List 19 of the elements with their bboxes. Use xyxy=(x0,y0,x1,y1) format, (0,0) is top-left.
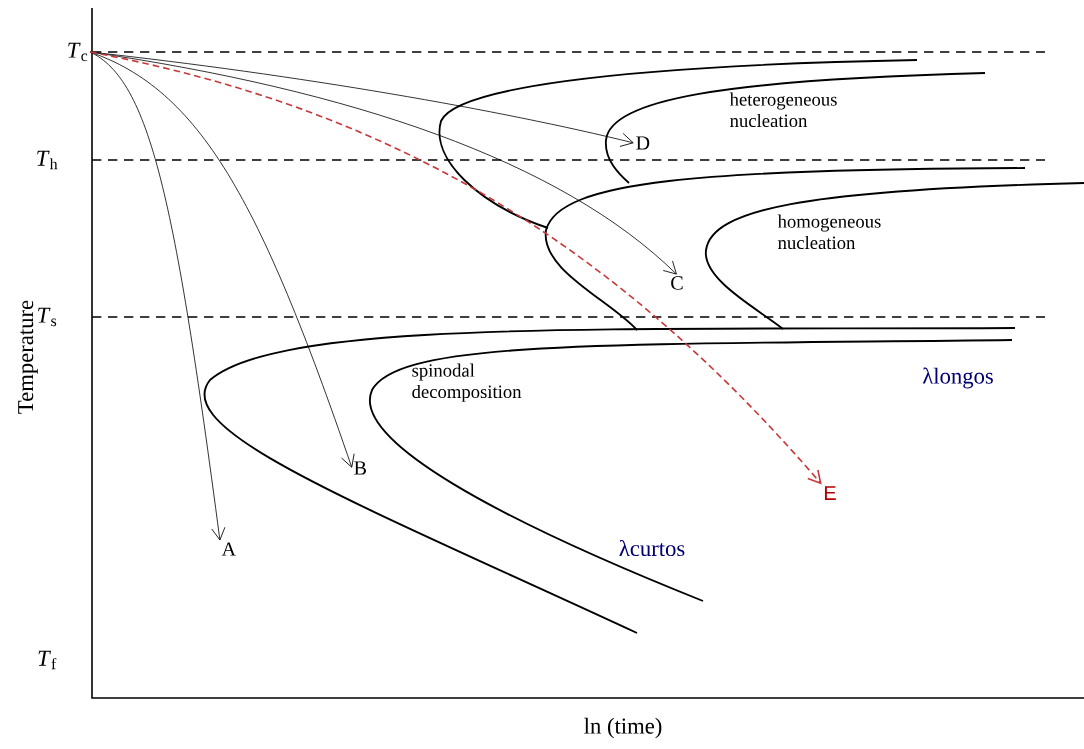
path-label: B xyxy=(354,461,366,475)
path-label: E xyxy=(824,486,836,500)
temperature-label: T$_{h}$ xyxy=(37,150,58,170)
path-label: C xyxy=(671,276,683,290)
axis-title: ln (time) xyxy=(584,717,662,739)
region-label: homogeneous nucleation xyxy=(777,214,881,250)
arrow xyxy=(89,51,355,468)
temperature-label: T$_{f}$ xyxy=(38,650,57,670)
region-label: spinodal decomposition xyxy=(412,363,522,402)
arrow xyxy=(89,51,822,485)
region-label: heterogeneous nucleation xyxy=(729,92,837,128)
arrow xyxy=(89,51,226,541)
path-label: A xyxy=(221,542,236,556)
temperature-label: T$_{s}$ xyxy=(38,307,57,327)
axis-title: Temperature xyxy=(18,300,38,414)
wavelength-label: λlongos xyxy=(922,367,993,389)
path-label: D xyxy=(636,136,650,150)
temperature-label: T$_{c}$ xyxy=(68,42,88,62)
wavelength-label: λcurtos xyxy=(619,539,685,557)
